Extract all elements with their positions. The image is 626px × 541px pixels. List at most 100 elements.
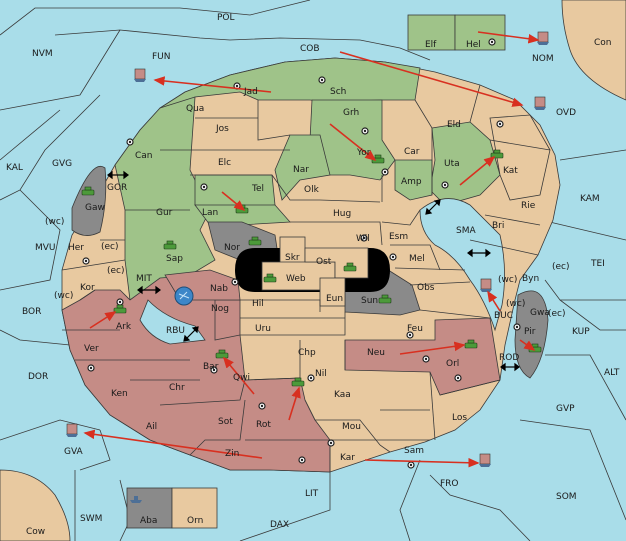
red-region[interactable]	[61, 274, 331, 473]
label-dor: DOR	[28, 372, 48, 382]
label-sam: Sam	[404, 446, 424, 456]
label-sun: Sun	[361, 296, 378, 306]
label-elf: Elf	[425, 40, 437, 50]
label-uru: Uru	[255, 324, 271, 334]
label-bar: Bar	[203, 362, 219, 372]
fleet-units	[66, 31, 549, 503]
order-arrows	[83, 31, 540, 468]
label-ovd: OVD	[556, 108, 576, 118]
land-gaw[interactable]	[71, 166, 107, 236]
fleet-icon	[479, 453, 491, 467]
label-ail: Ail	[146, 422, 157, 432]
label-elc: Elc	[218, 158, 231, 168]
label-nar: Nar	[293, 165, 309, 175]
passage-arrows	[107, 170, 520, 372]
label-coast: (ec)	[548, 309, 566, 319]
army-icon	[343, 262, 357, 272]
label-hel: Hel	[466, 40, 481, 50]
label-obs: Obs	[417, 283, 435, 293]
supply-centers	[82, 38, 521, 469]
label-qwi: Qwi	[233, 373, 250, 383]
label-hug: Hug	[333, 209, 351, 219]
army-icon	[378, 294, 392, 304]
label-orn: Orn	[187, 516, 203, 526]
land-orn[interactable]	[171, 487, 218, 529]
coast-labels: (wc) (ec) (ec) (wc) (wc) (ec) (wc) (ec)	[45, 217, 570, 319]
label-cob: COB	[300, 44, 320, 54]
green-region[interactable]	[114, 57, 421, 301]
land-amp[interactable]	[394, 159, 433, 201]
land-eun[interactable]	[319, 277, 346, 307]
label-tei: TEI	[590, 259, 605, 269]
label-kar: Kar	[340, 453, 355, 463]
label-her: Her	[68, 243, 84, 253]
label-sot: Sot	[218, 417, 233, 427]
label-mvu: MVU	[35, 243, 56, 253]
label-feu: Feu	[407, 324, 423, 334]
label-dax: DAX	[270, 520, 289, 530]
label-kal: KAL	[6, 163, 23, 173]
label-byn: Byn	[522, 274, 539, 284]
label-gva: GVA	[64, 447, 84, 457]
label-kat: Kat	[503, 166, 518, 176]
label-sch: Sch	[330, 87, 346, 97]
land-nar-region[interactable]	[274, 134, 331, 201]
land-kat[interactable]	[489, 114, 551, 201]
label-nog: Nog	[211, 304, 229, 314]
label-hil: Hil	[252, 299, 264, 309]
label-gvp: GVP	[556, 404, 575, 414]
land-cow[interactable]	[0, 469, 71, 541]
label-gaw: Gaw	[85, 203, 105, 213]
label-chr: Chr	[169, 383, 185, 393]
label-jad: Jad	[243, 87, 258, 97]
fleet-icon	[480, 278, 492, 292]
sea-sma[interactable]	[419, 198, 505, 332]
fleet-icon	[134, 68, 146, 82]
label-web: Web	[286, 274, 306, 284]
label-som: SOM	[556, 492, 577, 502]
label-ver: Ver	[84, 344, 99, 354]
army-icon	[263, 273, 277, 283]
label-nab: Nab	[210, 284, 228, 294]
label-gur: Gur	[156, 208, 173, 218]
label-car: Car	[404, 147, 420, 157]
label-nor: Nor	[224, 243, 240, 253]
label-yor: Yor	[356, 148, 371, 158]
label-coast: (wc)	[45, 217, 64, 227]
label-alt: ALT	[604, 368, 620, 378]
sea-labels: POL NVM FUN COB NOM Con OVD KAL GVG KAM …	[6, 13, 620, 537]
label-gvg: GVG	[52, 159, 72, 169]
land-pir[interactable]	[514, 290, 549, 379]
label-aba: Aba	[140, 516, 157, 526]
label-rbu: RBU	[166, 326, 185, 336]
fleet-globe-icon	[174, 286, 194, 306]
army-icon	[464, 339, 478, 349]
land-labels: Elf Hel Jad Sch Qua Jos Grh Eld Can Elc …	[68, 40, 550, 526]
label-rod: ROD	[499, 353, 519, 363]
label-eun: Eun	[326, 294, 343, 304]
label-coast: (wc)	[506, 299, 525, 309]
label-mou: Mou	[342, 422, 361, 432]
land-con[interactable]	[561, 0, 626, 101]
label-bor: BOR	[22, 307, 41, 317]
label-buc: BUC	[494, 311, 513, 321]
label-fun: FUN	[152, 52, 171, 62]
label-can: Can	[135, 151, 153, 161]
label-gor: GOR	[107, 183, 127, 193]
label-ark: Ark	[116, 322, 132, 332]
label-coast: (wc)	[54, 291, 73, 301]
label-swm: SWM	[80, 514, 102, 524]
land-elf[interactable]	[407, 14, 456, 51]
label-lan: Lan	[202, 208, 218, 218]
label-cow: Cow	[26, 527, 45, 537]
fleet-icon	[66, 423, 78, 437]
land-lan[interactable]	[194, 204, 291, 226]
label-kaa: Kaa	[334, 390, 351, 400]
label-orl: Orl	[446, 359, 459, 369]
sea-rbu[interactable]	[139, 299, 206, 345]
label-kam: KAM	[580, 194, 600, 204]
army-icon	[291, 377, 305, 387]
army-icon	[81, 186, 95, 196]
